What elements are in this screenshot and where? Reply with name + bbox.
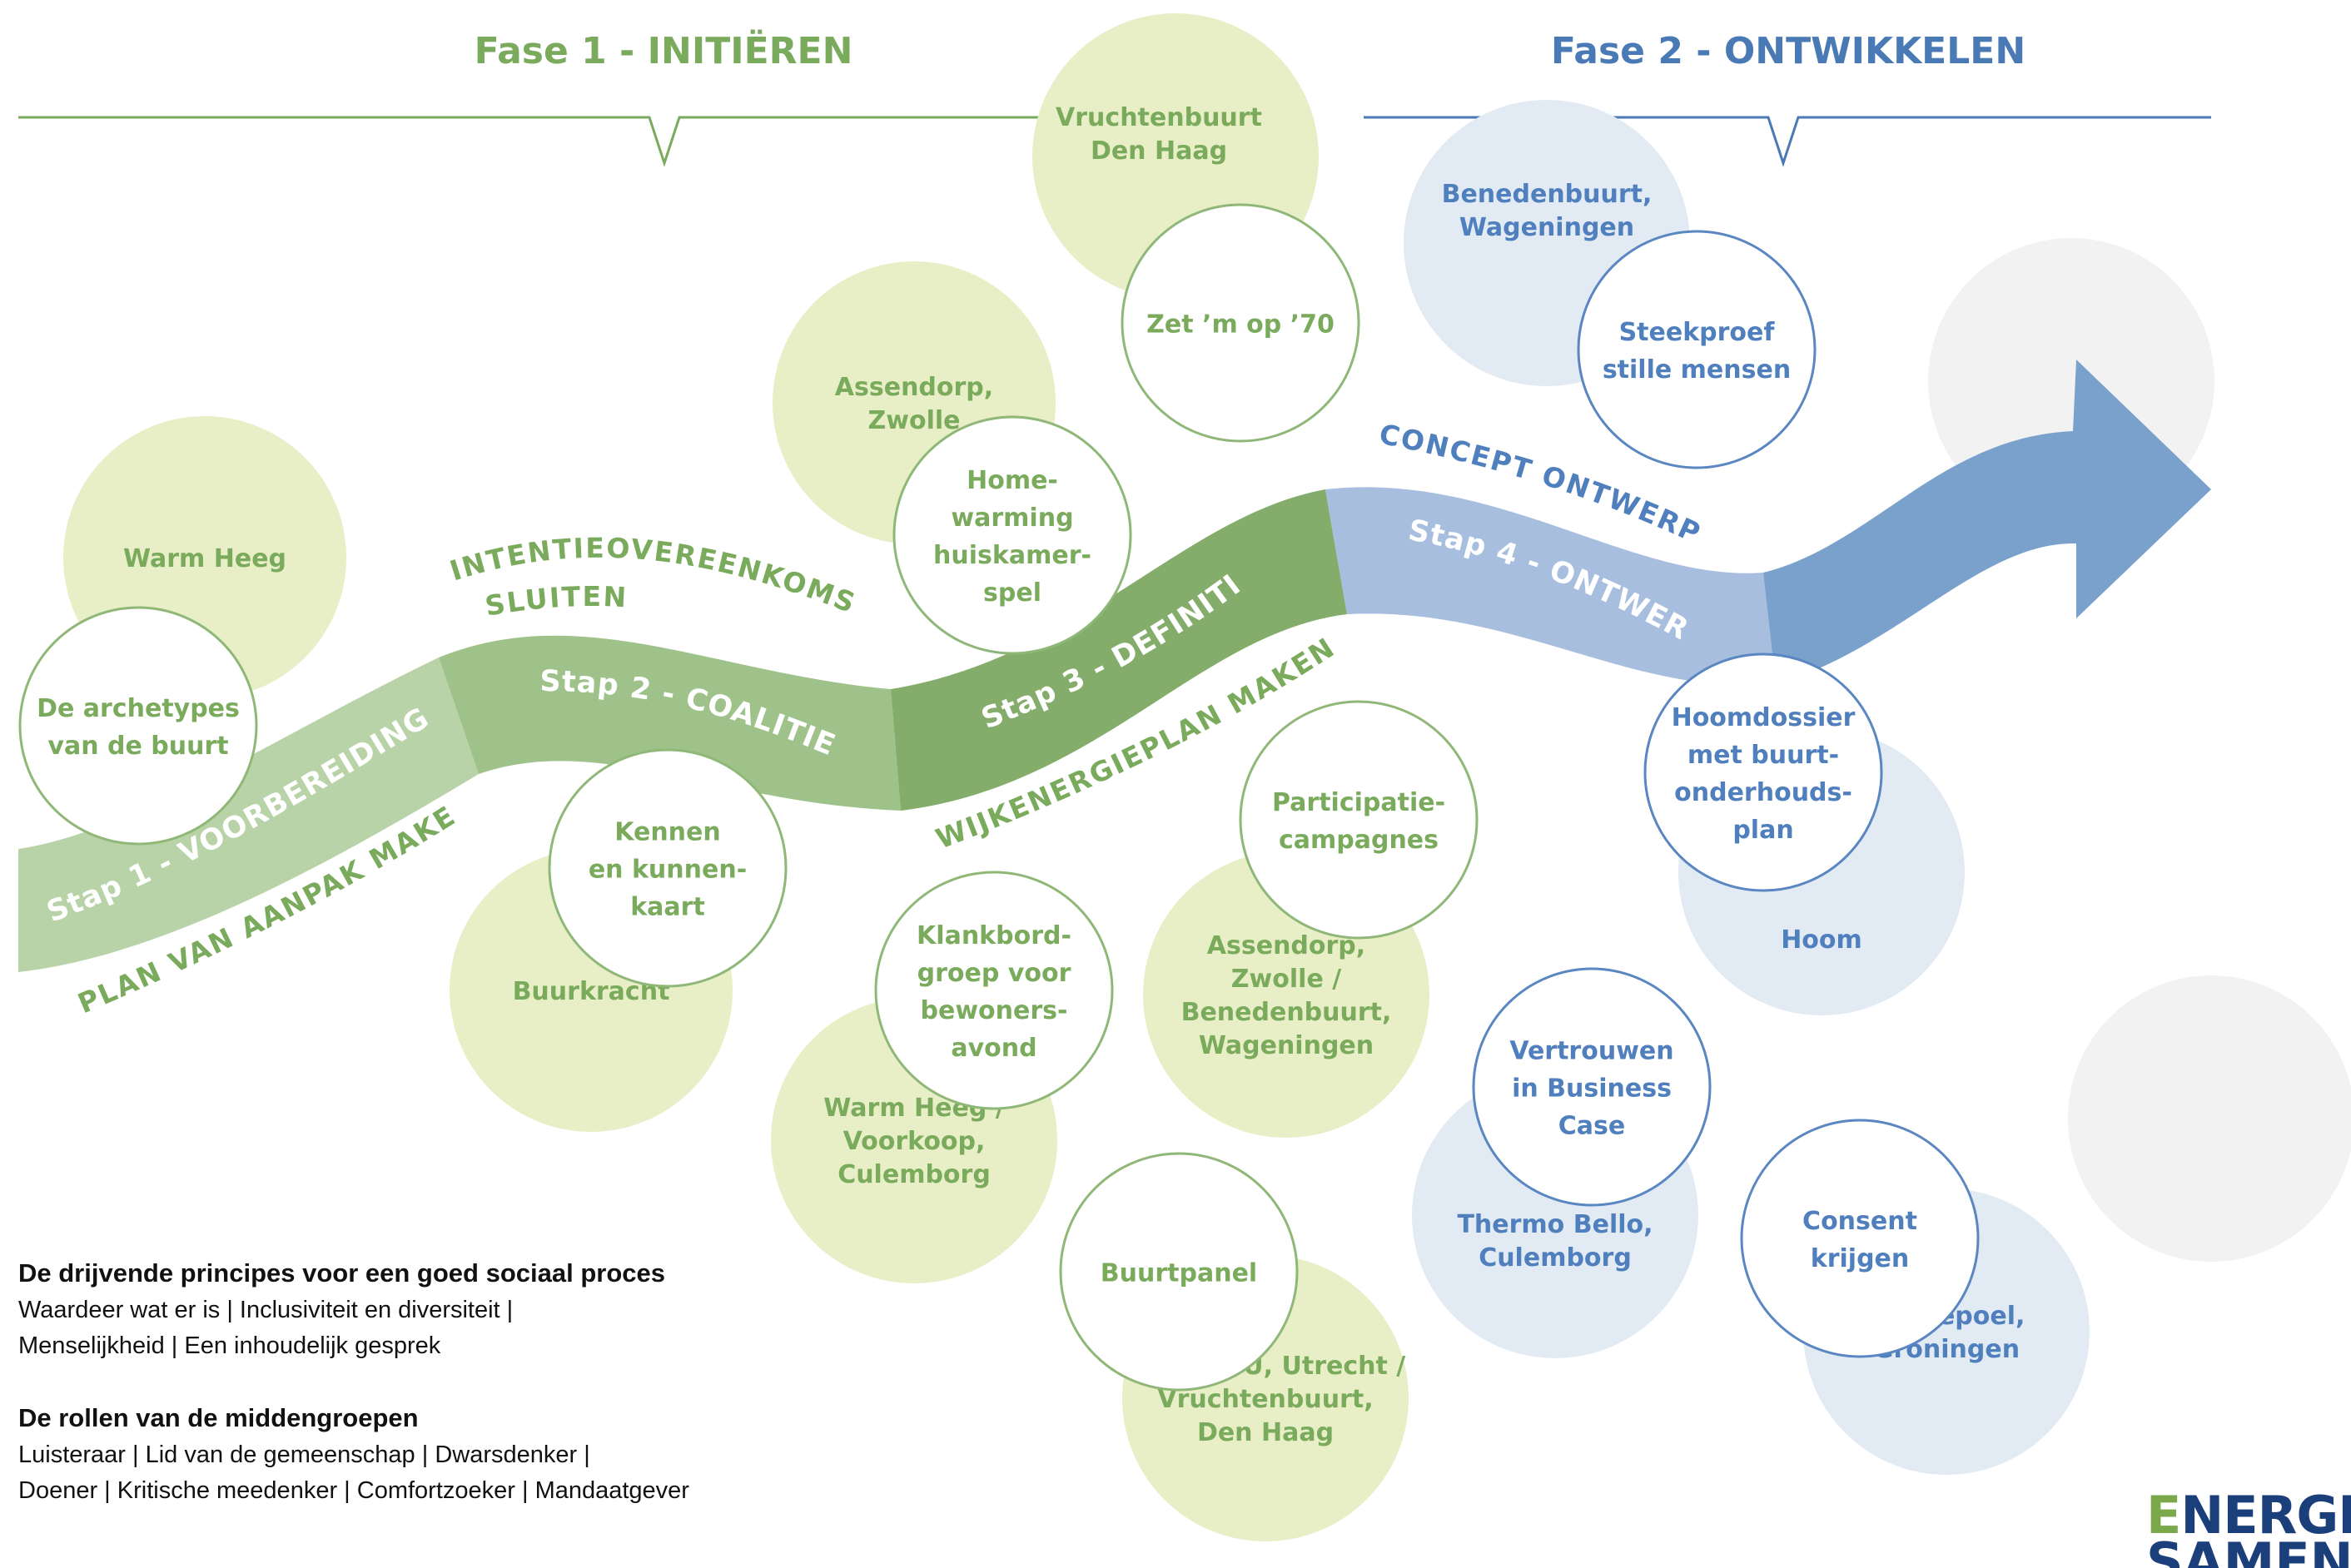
tool-label-line: Home- [967,466,1058,495]
tool-label-line: Case [1558,1112,1625,1141]
tool-circle-shape [1740,1119,1980,1358]
place-label-line: Assendorp, [835,373,993,402]
tool-circle: Home-warming huiskamer-spel [892,415,1132,655]
tool-circle: De archetypes van de buurt [18,606,258,846]
tool-circle-shape [892,415,1132,655]
tool-label-line: en kunnen- [589,856,747,885]
tool-circle: Buurtpanel [1059,1152,1299,1392]
tool-label-line: spel [983,578,1041,608]
place-label-line: Culemborg [1479,1243,1632,1273]
place-label-line: Wageningen [1199,1031,1374,1060]
tool-label-line: Zet ’m op ’70 [1146,310,1335,340]
tool-label-line: Vertrouwen [1509,1037,1673,1066]
tool-circle-shape [1121,203,1360,443]
tool-label-line: campagnes [1279,826,1439,855]
tool-label-line: warming [951,504,1073,533]
tool-circle-shape [18,606,258,846]
place-label-line: Voorkoop, [843,1127,986,1156]
step-2-band [439,635,901,811]
place-label-line: Zwolle [868,406,961,435]
place-label-line: Thermo Bello, [1457,1210,1653,1239]
tool-label-line: groep voor [917,959,1071,988]
step-1-band [18,657,479,972]
tool-label-line: met buurt- [1687,741,1839,770]
place-label-line: Den Haag [1197,1418,1334,1447]
tool-label-line: in Business [1512,1074,1672,1104]
tool-circle-shape [548,748,788,988]
tool-circle: Consent krijgen [1740,1119,1980,1358]
phase-1-title: Fase 1 - INITIËREN [475,28,853,72]
tool-circle: Kennen en kunnen-kaart [548,748,788,988]
step-4-band [1325,487,1776,686]
tool-label-line: avond [951,1034,1036,1063]
tool-label-line: Klankbord- [917,921,1071,950]
tool-label-line: van de buurt [47,732,228,761]
tool-circle-shape [874,871,1114,1110]
tool-circle-shape [1239,700,1479,940]
phase-2-title: Fase 2 - ONTWIKKELEN [1551,30,2025,72]
milestone-intentie-label-2: SLUITEN [483,580,629,623]
tool-label-line: onderhouds- [1674,778,1852,807]
place-label-line: Wageningen [1459,213,1634,242]
tool-label-line: kaart [630,893,705,922]
place-label-line: Benedenbuurt, [1181,998,1392,1027]
tool-label-line: krijgen [1811,1244,1910,1273]
place-label-line: Vruchtenbuurt [1056,103,1262,132]
tool-label-line: Steekproef [1619,318,1776,347]
tool-label-line: plan [1732,816,1793,845]
place-label-line: Hoom [1781,925,1862,955]
tool-label-line: Participatie- [1272,788,1445,817]
process-arrow-head [1763,360,2211,684]
tool-circle-shape [1577,230,1817,469]
place-circle [2068,975,2351,1262]
tool-circle: Hoomdossier met buurt-onderhouds-plan [1643,653,1883,892]
tool-label-line: Hoomdossier [1672,703,1856,732]
tool-circle: Zet ’m op ’70 [1121,203,1360,443]
tool-circle-shape [1059,1152,1299,1392]
roles-title: De rollen van de middengroepen [18,1403,419,1432]
legend: De drijvende principes voor een goed soc… [18,1258,689,1513]
tool-circle-shape [1643,653,1883,892]
principles-line-2: Menselijkheid | Een inhoudelijk gesprek [18,1332,441,1359]
place-label-line: Den Haag [1091,136,1227,166]
tool-circle: Steekproef stille mensen [1577,230,1817,469]
step-3-band [891,489,1347,811]
tool-label-line: bewoners- [921,996,1068,1025]
tool-label-line: stille mensen [1603,355,1791,385]
tool-circle-shape [1472,967,1712,1207]
tool-label-line: Kennen [614,818,721,847]
roles-line-2: Doener | Kritische meedenker | Comfortzo… [18,1477,689,1504]
place-label-line: Zwolle / [1231,965,1341,994]
tool-circle: Participatie-campagnes [1239,700,1479,940]
place-label-line: Culemborg [838,1160,991,1189]
process-ribbon [18,360,2211,972]
principles-line-1: Waardeer wat er is | Inclusiviteit en di… [18,1297,514,1323]
tool-circle: Klankbord-groep voor bewoners-avond [874,871,1114,1110]
tool-label-line: Consent [1802,1207,1917,1236]
phase-2-bracket [1364,116,2211,167]
roles-line-1: Luisteraar | Lid van de gemeenschap | Dw… [18,1441,590,1468]
place-circle-shape [2068,975,2351,1262]
place-label-line: Benedenbuurt, [1442,180,1653,209]
principles-title: De drijvende principes voor een goed soc… [18,1258,665,1288]
tool-label-line: huiskamer- [933,541,1091,570]
tool-label-line: Buurtpanel [1101,1259,1257,1288]
place-label-line: Warm Heeg [123,544,286,573]
tool-label-line: De archetypes [37,694,240,723]
energie-samen-logo: ENERGIE SAMEN [2146,1490,2351,1568]
phase-1-bracket [18,116,1041,167]
